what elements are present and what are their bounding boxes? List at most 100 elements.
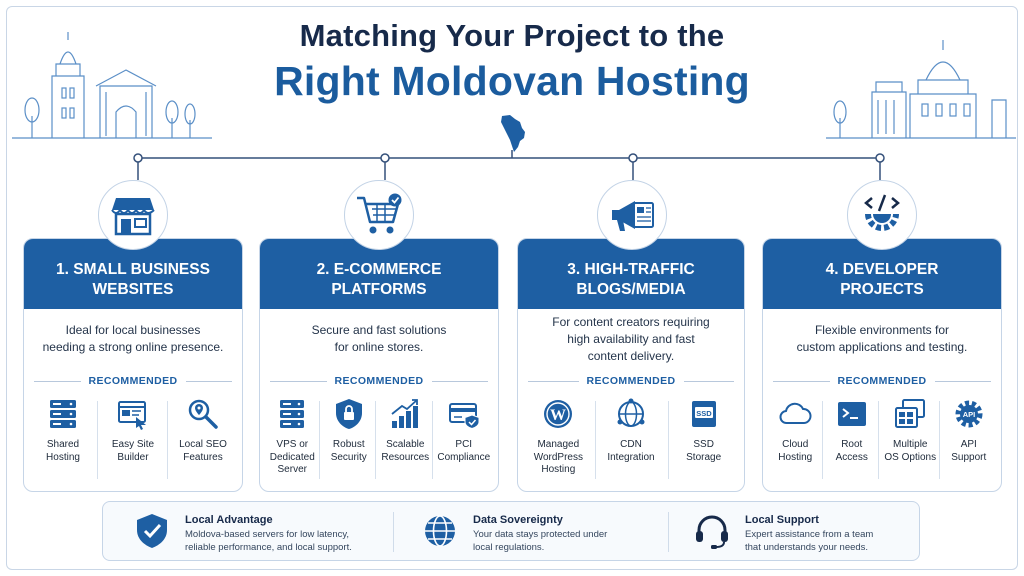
card-description-line: Flexible environments for bbox=[814, 323, 950, 337]
feature-label-line: Multiple bbox=[893, 439, 928, 450]
feature-label-line: Root bbox=[841, 439, 863, 450]
feature-ssd-storage: SSD SSD Storage bbox=[667, 397, 737, 479]
feature-label-line: Storage bbox=[686, 451, 722, 463]
feature-label-line: Hosting bbox=[778, 451, 813, 463]
cloud-icon bbox=[779, 402, 812, 424]
recommended-divider: RECOMMENDED bbox=[260, 369, 498, 393]
card-ecommerce: 2. E-COMMERCE PLATFORMS Secure and fast … bbox=[259, 180, 499, 492]
feature-label-line: SSD bbox=[693, 439, 714, 450]
feature-label-line: Resources bbox=[381, 451, 430, 463]
storefront-icon bbox=[98, 180, 168, 250]
banner-item-description: reliable performance, and local support. bbox=[185, 541, 352, 553]
page-title-line-2: Right Moldovan Hosting bbox=[274, 58, 750, 104]
card-title-line: 1. SMALL BUSINESS bbox=[56, 261, 210, 278]
card-title-line: BLOGS/MEDIA bbox=[576, 281, 686, 298]
ssd-badge-text: SSD bbox=[696, 409, 712, 418]
feature-cdn-integration: CDN Integration bbox=[594, 397, 664, 479]
card-small-business: 1. SMALL BUSINESS WEBSITES Ideal for loc… bbox=[23, 180, 243, 492]
feature-managed-wordpress: W Managed WordPress Hosting bbox=[525, 397, 591, 477]
card-title-line: PLATFORMS bbox=[331, 281, 427, 298]
feature-list: VPS or Dedicated Server Robust Security … bbox=[260, 393, 498, 479]
recommended-divider: RECOMMENDED bbox=[518, 369, 744, 393]
feature-label-line: Scalable bbox=[386, 439, 425, 450]
feature-label-line: Shared bbox=[46, 439, 80, 450]
feature-label-line: CDN bbox=[620, 439, 642, 450]
headset-icon bbox=[696, 515, 728, 549]
ssd-storage-icon: SSD bbox=[691, 401, 716, 427]
megaphone-icon bbox=[597, 180, 667, 250]
moldova-map-icon bbox=[501, 115, 525, 152]
banner-item-description: Your data stays protected under bbox=[473, 529, 608, 540]
check-shield-icon bbox=[137, 514, 167, 548]
feature-label-line: Hosting bbox=[46, 451, 80, 463]
card-description-line: custom applications and testing. bbox=[796, 340, 968, 354]
scalable-bars-icon bbox=[391, 399, 419, 428]
banner-item-local-support: Local Support Expert assistance from a t… bbox=[693, 502, 873, 562]
feature-label-line: Integration bbox=[607, 451, 655, 463]
card-description: For content creators requiring high avai… bbox=[518, 309, 744, 369]
feature-list: Cloud Hosting Root Access M bbox=[763, 393, 1001, 479]
card-developer-projects: 4. DEVELOPER PROJECTS Flexible environme… bbox=[762, 180, 1002, 492]
feature-vps-dedicated-server: VPS or Dedicated Server bbox=[265, 397, 319, 477]
recommended-divider: RECOMMENDED bbox=[763, 369, 1001, 393]
feature-pci-compliance: PCI Compliance bbox=[431, 397, 493, 479]
feature-cloud-hosting: Cloud Hosting bbox=[768, 397, 822, 464]
feature-list: W Managed WordPress Hosting CDN Integrat… bbox=[518, 393, 744, 479]
card-title: 4. DEVELOPER PROJECTS bbox=[763, 239, 1001, 309]
banner-item-description: that understands your needs. bbox=[745, 541, 869, 553]
page-frame bbox=[6, 6, 1018, 570]
card-body: 1. SMALL BUSINESS WEBSITES Ideal for loc… bbox=[23, 238, 243, 492]
card-title: 3. HIGH-TRAFFIC BLOGS/MEDIA bbox=[518, 239, 744, 309]
benefits-banner: Local Advantage Moldova-based servers fo… bbox=[102, 501, 920, 561]
card-title-line: PROJECTS bbox=[840, 281, 924, 298]
card-title-line: WEBSITES bbox=[92, 281, 174, 298]
card-description-line: Ideal for local businesses bbox=[65, 323, 201, 337]
terminal-icon bbox=[837, 402, 866, 426]
card-description: Flexible environments for custom applica… bbox=[763, 309, 1001, 369]
card-title-line: 4. DEVELOPER bbox=[825, 261, 939, 278]
feature-label-line: Local SEO bbox=[179, 439, 227, 450]
svg-text:W: W bbox=[550, 407, 566, 424]
card-title: 2. E-COMMERCE PLATFORMS bbox=[260, 239, 498, 309]
feature-multiple-os-options: Multiple OS Options bbox=[878, 397, 939, 479]
feature-scalable-resources: Scalable Resources bbox=[375, 397, 432, 479]
card-description-line: for online stores. bbox=[334, 340, 424, 354]
multiple-windows-icon bbox=[895, 399, 926, 428]
city-skyline-right-illustration bbox=[826, 40, 1016, 139]
feature-list: Shared Hosting Easy Site Builder bbox=[24, 393, 242, 479]
feature-label-line: Features bbox=[183, 451, 223, 463]
globe-icon bbox=[425, 515, 455, 547]
dedicated-server-icon bbox=[280, 400, 305, 428]
banner-divider bbox=[393, 512, 394, 552]
feature-label-line: WordPress bbox=[533, 451, 583, 463]
feature-local-seo: Local SEO Features bbox=[167, 397, 236, 479]
feature-robust-security: Robust Security bbox=[318, 397, 376, 479]
card-title: 1. SMALL BUSINESS WEBSITES bbox=[24, 239, 242, 309]
card-connector-line bbox=[133, 150, 885, 180]
feature-label-line: Easy Site bbox=[111, 439, 155, 450]
recommended-label: RECOMMENDED bbox=[586, 375, 676, 387]
feature-label-line: Dedicated bbox=[269, 451, 315, 463]
local-seo-search-icon bbox=[188, 399, 218, 429]
card-description: Secure and fast solutions for online sto… bbox=[260, 309, 498, 369]
recommended-divider: RECOMMENDED bbox=[24, 369, 242, 393]
card-body: 4. DEVELOPER PROJECTS Flexible environme… bbox=[762, 238, 1002, 492]
feature-label-line: VPS or bbox=[276, 439, 309, 450]
security-shield-lock-icon bbox=[335, 399, 362, 429]
recommended-label: RECOMMENDED bbox=[334, 375, 424, 387]
shopping-cart-icon bbox=[344, 180, 414, 250]
banner-divider bbox=[668, 512, 669, 552]
feature-label-line: OS Options bbox=[884, 451, 937, 463]
card-high-traffic-blogs: 3. HIGH-TRAFFIC BLOGS/MEDIA For content … bbox=[517, 180, 745, 492]
pci-card-icon bbox=[448, 403, 480, 430]
card-description-line: needing a strong online presence. bbox=[42, 340, 224, 354]
feature-label-line: Cloud bbox=[782, 439, 809, 450]
feature-label-line: Security bbox=[330, 451, 367, 463]
banner-item-data-sovereignty: Data Sovereignty Your data stays protect… bbox=[421, 502, 607, 562]
feature-label-line: Managed bbox=[537, 439, 580, 450]
card-body: 2. E-COMMERCE PLATFORMS Secure and fast … bbox=[259, 238, 499, 492]
site-builder-icon bbox=[118, 401, 146, 430]
feature-label-line: Support bbox=[951, 451, 987, 463]
card-description-line: Secure and fast solutions bbox=[311, 323, 447, 337]
api-gear-icon: API bbox=[955, 400, 983, 428]
